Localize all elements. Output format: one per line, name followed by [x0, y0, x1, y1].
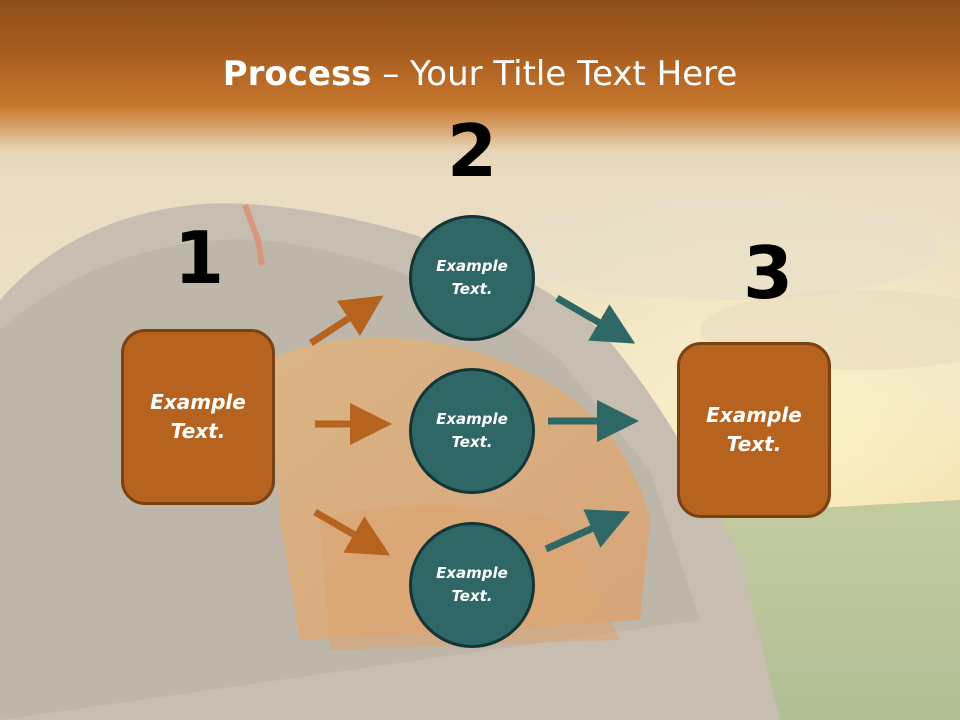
right-box-line2: Text. [726, 432, 782, 456]
right-box-line1: Example [706, 403, 802, 427]
circle-bottom-line1: Example [436, 564, 508, 582]
circle-middle-line2: Text. [451, 433, 493, 451]
left-process-box: Example Text. [121, 329, 275, 505]
left-box-line1: Example [150, 390, 246, 414]
arrow-top-to-right [555, 294, 636, 344]
right-process-box: Example Text. [677, 342, 831, 518]
circle-middle-line1: Example [436, 410, 508, 428]
arrow-left-to-bottom [313, 508, 391, 556]
circle-top-line1: Example [436, 257, 508, 275]
step-number-2: 2 [446, 109, 498, 193]
title-band [0, 0, 960, 150]
step-number-1: 1 [173, 216, 225, 300]
arrow-bottom-to-right [544, 509, 631, 553]
slide-title: Process – Your Title Text Here [0, 52, 960, 96]
arrow-left-to-top [309, 295, 384, 346]
title-bold-text: Process [222, 54, 372, 94]
circle-top-line2: Text. [451, 280, 493, 298]
circle-bottom-line2: Text. [451, 587, 493, 605]
left-box-line2: Text. [170, 419, 226, 443]
process-circle-middle: Example Text. [409, 368, 535, 494]
title-rest-text: – Your Title Text Here [371, 54, 738, 94]
step-number-3: 3 [742, 231, 794, 315]
process-circle-top: Example Text. [409, 215, 535, 341]
process-circle-bottom: Example Text. [409, 522, 535, 648]
